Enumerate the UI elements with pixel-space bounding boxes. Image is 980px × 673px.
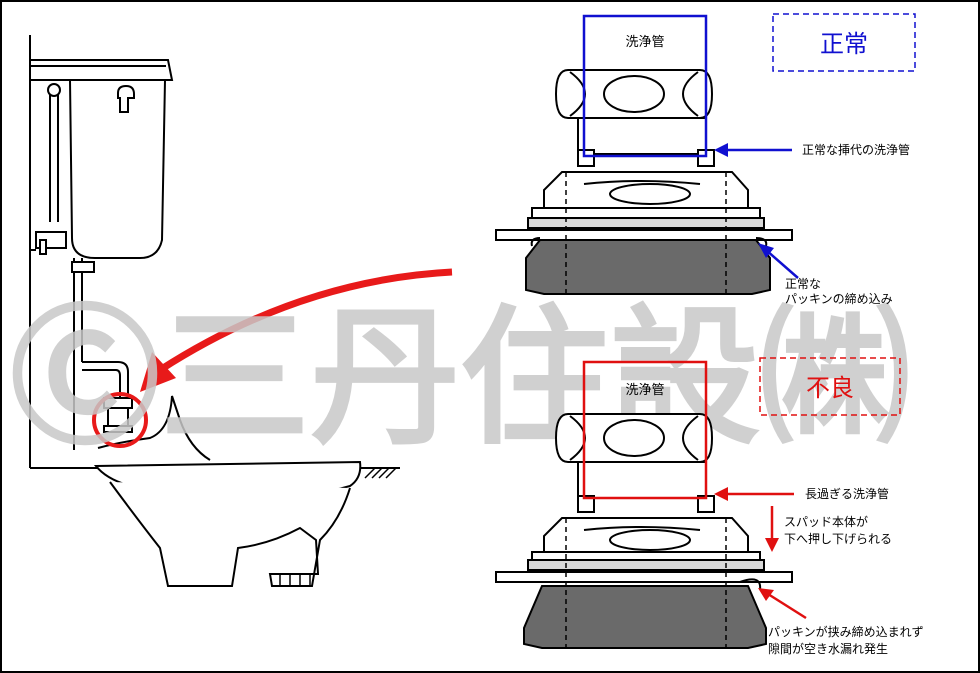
normal-assembly: [495, 69, 793, 295]
defect-packing-arrow: [767, 592, 807, 620]
highlight-circle: [92, 392, 148, 448]
normal-packing-arrowhead-icon: [758, 243, 774, 258]
normal-pipe-label: 洗浄管: [625, 35, 664, 50]
defect-pipe-outline: [582, 360, 708, 500]
normal-pipe-callout: 正常な挿代の洗浄管: [802, 142, 910, 157]
defect-badge: 不良: [806, 374, 854, 402]
defect-pipe-callout: 長過ぎる洗浄管: [805, 486, 889, 501]
defect-packing: [523, 585, 767, 649]
defect-packing-arrowhead-icon: [758, 588, 774, 601]
pointer-arrow-shaft: [158, 268, 453, 373]
tank-body: [68, 79, 167, 259]
normal-badge: 正常: [820, 30, 868, 58]
defect-assembly: [495, 413, 793, 649]
normal-packing-callout-2: パッキンの締め込み: [785, 291, 893, 306]
defect-spud-callout-2: 下へ押し下げられる: [784, 532, 892, 546]
defect-packing-callout-2: 隙間が空き水漏れ発生: [768, 641, 888, 656]
defect-badge-box: [759, 357, 901, 416]
watermark: Ⓒ三丹住設㈱: [10, 292, 910, 466]
normal-packing-callout-1: 正常な: [785, 277, 821, 291]
packing: [525, 239, 771, 295]
defect-packing-callout-1: パッキンが挟み締め込まれず: [768, 624, 924, 639]
normal-pipe-outline: [582, 14, 708, 158]
defect-down-arrowhead-icon: [765, 538, 779, 552]
normal-pipe-arrowhead-icon: [714, 143, 728, 157]
normal-packing-arrow: [765, 249, 799, 279]
defect-pipe-label: 洗浄管: [625, 383, 664, 398]
tank-lid: [29, 59, 174, 81]
normal-badge-box: [772, 13, 916, 72]
pointer-arrow-head-icon: [140, 352, 176, 392]
defect-pipe-arrowhead-icon: [714, 487, 728, 501]
tank-lever-icon: [117, 84, 135, 113]
defect-spud-callout-1: スパッド本体が: [784, 514, 868, 529]
